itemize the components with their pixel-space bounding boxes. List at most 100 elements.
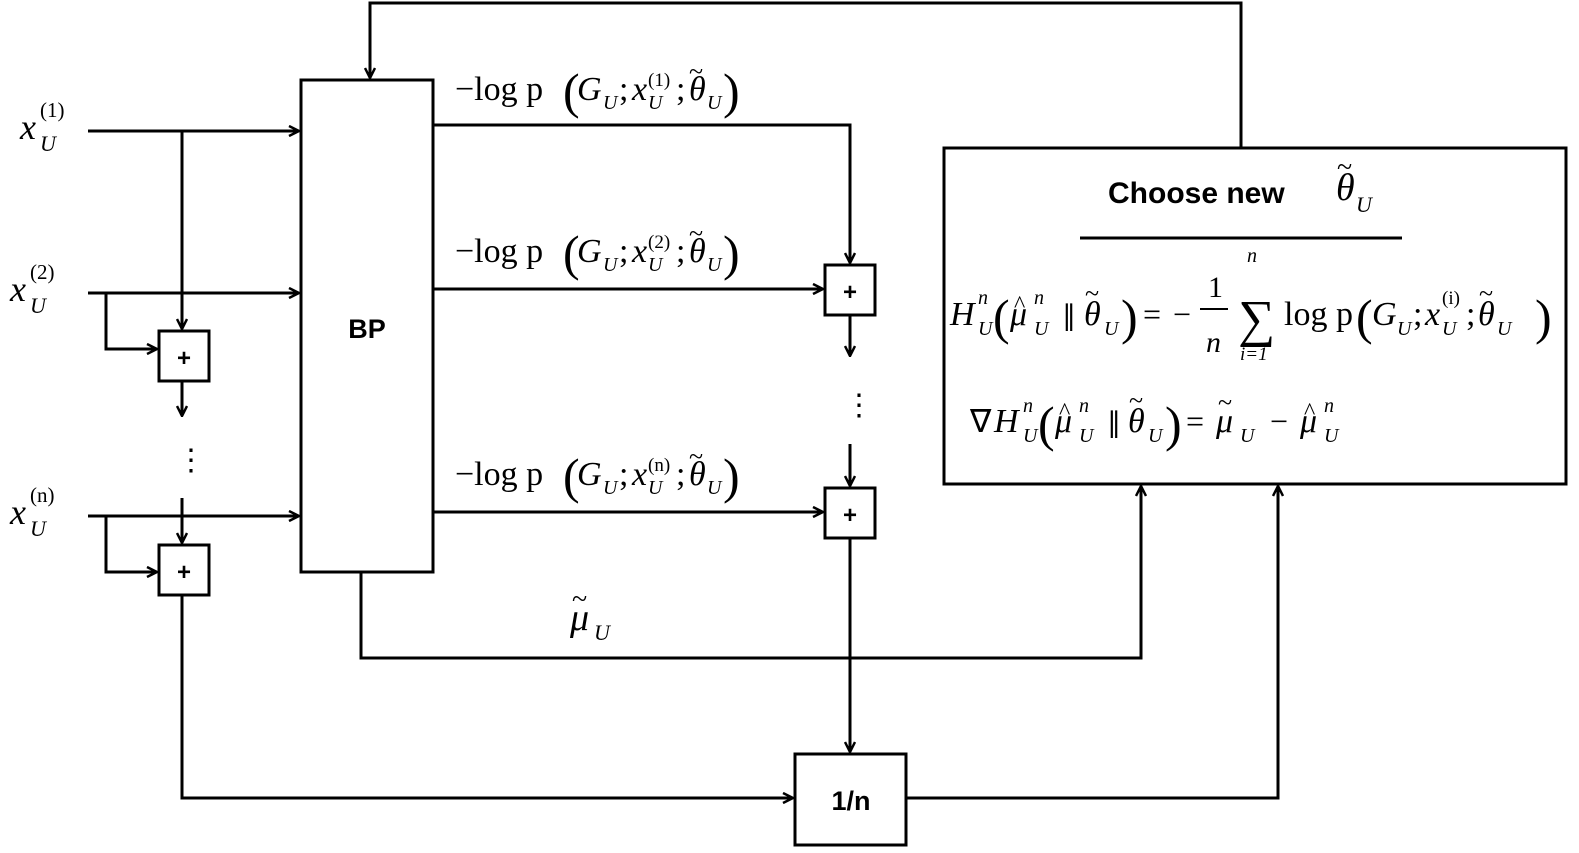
open-paren: ( xyxy=(563,225,580,281)
entropy-equation: H n U ( μ ^ n U ∥ θ ~ U ) = − 1 n n ∑ i=… xyxy=(949,245,1552,365)
open-paren: ( xyxy=(563,63,580,119)
theta-symbol: θ xyxy=(689,71,706,108)
input-n-sup: (n) xyxy=(30,483,55,507)
bp-output-label-1: −log p ( G U ; x U (1) ; θ ~ U ) xyxy=(455,57,740,119)
mu-tilde-to-choose-block xyxy=(359,486,1141,660)
g-symbol: G xyxy=(577,233,602,270)
left-adder-2-plus: + xyxy=(177,559,191,586)
sum-symbol: ∑ xyxy=(1238,291,1275,348)
sum-lower: i=1 xyxy=(1240,344,1268,365)
g-symbol: G xyxy=(577,71,602,108)
neg-log-text: −log p xyxy=(455,233,543,270)
theta-tilde: ~ xyxy=(689,442,703,471)
mu-hat2-sub: U xyxy=(1324,425,1340,447)
x-sub: U xyxy=(648,477,664,499)
h-symbol: H xyxy=(993,403,1021,440)
mu-hat2-symbol: μ xyxy=(1299,403,1317,440)
close-paren: ) xyxy=(1165,396,1182,452)
choose-title-text: Choose new xyxy=(1108,177,1285,210)
sum-upper: n xyxy=(1247,245,1257,267)
open-paren: ( xyxy=(563,448,580,504)
left-vdots: ⋮ xyxy=(176,444,206,477)
mu-hat2-mark: ^ xyxy=(1304,399,1315,425)
theta2-tilde: ~ xyxy=(1479,279,1493,308)
mu-tilde: ~ xyxy=(572,584,587,615)
theta-tilde: ~ xyxy=(1129,386,1143,415)
mu-hat-sup: n xyxy=(1079,395,1089,417)
sep-2: ; xyxy=(676,71,685,108)
xn-tap-to-adder xyxy=(104,516,157,572)
mu-hat-mark: ^ xyxy=(1014,292,1025,318)
mu-tilde-mark: ~ xyxy=(1218,388,1232,417)
theta-symbol: θ xyxy=(689,456,706,493)
theta-feedback-to-bp xyxy=(370,1,1243,148)
theta-tilde: ~ xyxy=(689,219,703,248)
open-paren: ( xyxy=(993,289,1010,345)
x-sub: U xyxy=(648,92,664,114)
mu-tilde-symbol: μ xyxy=(1215,403,1233,440)
mu-sub: U xyxy=(594,620,612,645)
h-symbol: H xyxy=(949,296,977,333)
sep-2: ; xyxy=(1466,296,1475,333)
choose-new-theta-block xyxy=(942,146,1568,486)
sep-2: ; xyxy=(676,456,685,493)
equals-sign: = xyxy=(1143,296,1161,332)
neg-log-text: −log p xyxy=(455,456,543,493)
h-sup: n xyxy=(978,287,988,309)
one-over-n-label: 1/n xyxy=(831,786,870,816)
left-sum-to-one-over-n xyxy=(180,595,793,798)
input-2-sub: U xyxy=(30,293,48,318)
minus-sign: − xyxy=(1173,296,1191,332)
right-vdots: ⋮ xyxy=(844,389,874,422)
input-2-x: x xyxy=(9,269,26,309)
sep-1: ; xyxy=(1413,296,1422,333)
fraction-numerator: 1 xyxy=(1208,271,1223,304)
theta-symbol: θ xyxy=(689,233,706,270)
input-2-sup: (2) xyxy=(30,260,55,284)
x-symbol: x xyxy=(1424,296,1440,333)
close-paren: ) xyxy=(1121,289,1138,345)
theta-tilde: ~ xyxy=(1085,279,1099,308)
input-1-x: x xyxy=(19,107,36,147)
left-adder-1-plus: + xyxy=(177,345,191,372)
theta-tilde: ~ xyxy=(689,57,703,86)
x-sup: (2) xyxy=(648,232,670,253)
divergence-bar: ∥ xyxy=(1107,408,1121,439)
bp-out-1-to-adder xyxy=(433,123,850,263)
right-adder-2-plus: + xyxy=(843,502,857,529)
input-1-sup: (1) xyxy=(40,98,65,122)
equals-sign: = xyxy=(1186,403,1204,439)
mu-tilde-label: μ ~ U xyxy=(569,584,612,645)
mu-hat-sup: n xyxy=(1034,287,1044,309)
bp-output-label-n: −log p ( G U ; x U (n) ; θ ~ U ) xyxy=(455,442,740,504)
sep-2: ; xyxy=(676,233,685,270)
input-n-sub: U xyxy=(30,516,48,541)
input-label-n: x U (n) xyxy=(9,483,55,541)
g-sub: U xyxy=(603,477,619,499)
inner-open-paren: ( xyxy=(1356,289,1373,345)
g-sub: U xyxy=(1397,318,1413,340)
bp-output-label-2: −log p ( G U ; x U (2) ; θ ~ U ) xyxy=(455,219,740,281)
sep-1: ; xyxy=(619,233,628,270)
x-sup: (1) xyxy=(648,70,670,91)
theta2-sub: U xyxy=(1497,318,1513,340)
left-adder-2 xyxy=(157,543,211,597)
log-p-text: log p xyxy=(1284,296,1353,333)
mu-hat-sub: U xyxy=(1034,318,1050,340)
open-paren: ( xyxy=(1038,396,1055,452)
gradient-equation: ∇ H n U ( μ ^ n U ∥ θ ~ U ) = μ ~ U − μ … xyxy=(969,386,1340,452)
theta-sub: U xyxy=(707,477,723,499)
choose-theta-tilde: ~ xyxy=(1337,152,1352,183)
choose-title: Choose new θ ~ U xyxy=(1108,152,1374,217)
mu-hat-sub: U xyxy=(1079,425,1095,447)
right-adder-1-plus: + xyxy=(843,279,857,306)
h-sub: U xyxy=(1023,425,1039,447)
x-symbol: x xyxy=(631,233,647,270)
theta-sub: U xyxy=(1148,425,1164,447)
mu-hat-to-choose-block xyxy=(906,486,1278,800)
bp-block xyxy=(299,78,435,574)
minus-sign: − xyxy=(1270,403,1288,439)
mu-symbol: μ xyxy=(569,597,589,639)
